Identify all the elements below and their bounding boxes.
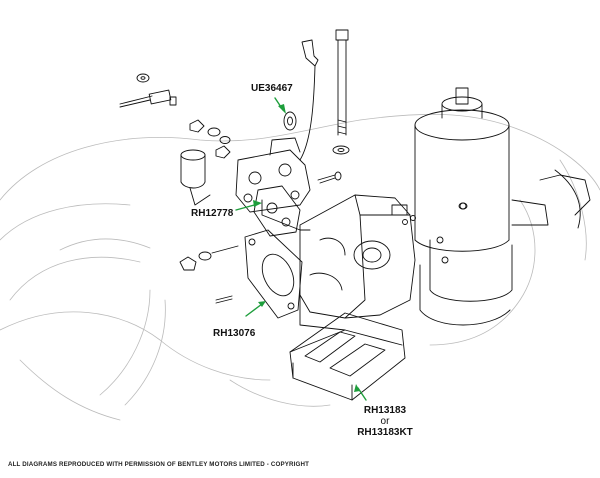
leader-arrows <box>235 97 367 401</box>
throttle-flange <box>235 137 311 231</box>
spacer-rh13183 <box>289 312 406 401</box>
gasket-rh12778 <box>253 185 301 237</box>
label-rh13183: RH13183 <box>363 405 407 416</box>
carburettor-body-right <box>410 87 591 326</box>
label-rh13076: RH13076 <box>213 328 256 339</box>
carburettor-casting <box>299 194 416 331</box>
copyright-footer: ALL DIAGRAMS REPRODUCED WITH PERMISSION … <box>8 461 309 468</box>
long-bolt <box>332 29 350 155</box>
label-ue36467: UE36467 <box>251 83 293 94</box>
left-small-parts <box>119 73 468 304</box>
gasket-rh13076 <box>244 229 303 319</box>
leader-arrowheads <box>253 104 360 392</box>
label-rh12778: RH12778 <box>191 208 234 219</box>
label-rh13183kt: RH13183KT <box>357 427 413 438</box>
washer-ue36467 <box>283 111 297 131</box>
manifold-nozzle-left <box>180 149 211 206</box>
cable-clip <box>299 39 319 161</box>
manifold-background <box>0 113 600 421</box>
label-or: or <box>380 416 390 427</box>
